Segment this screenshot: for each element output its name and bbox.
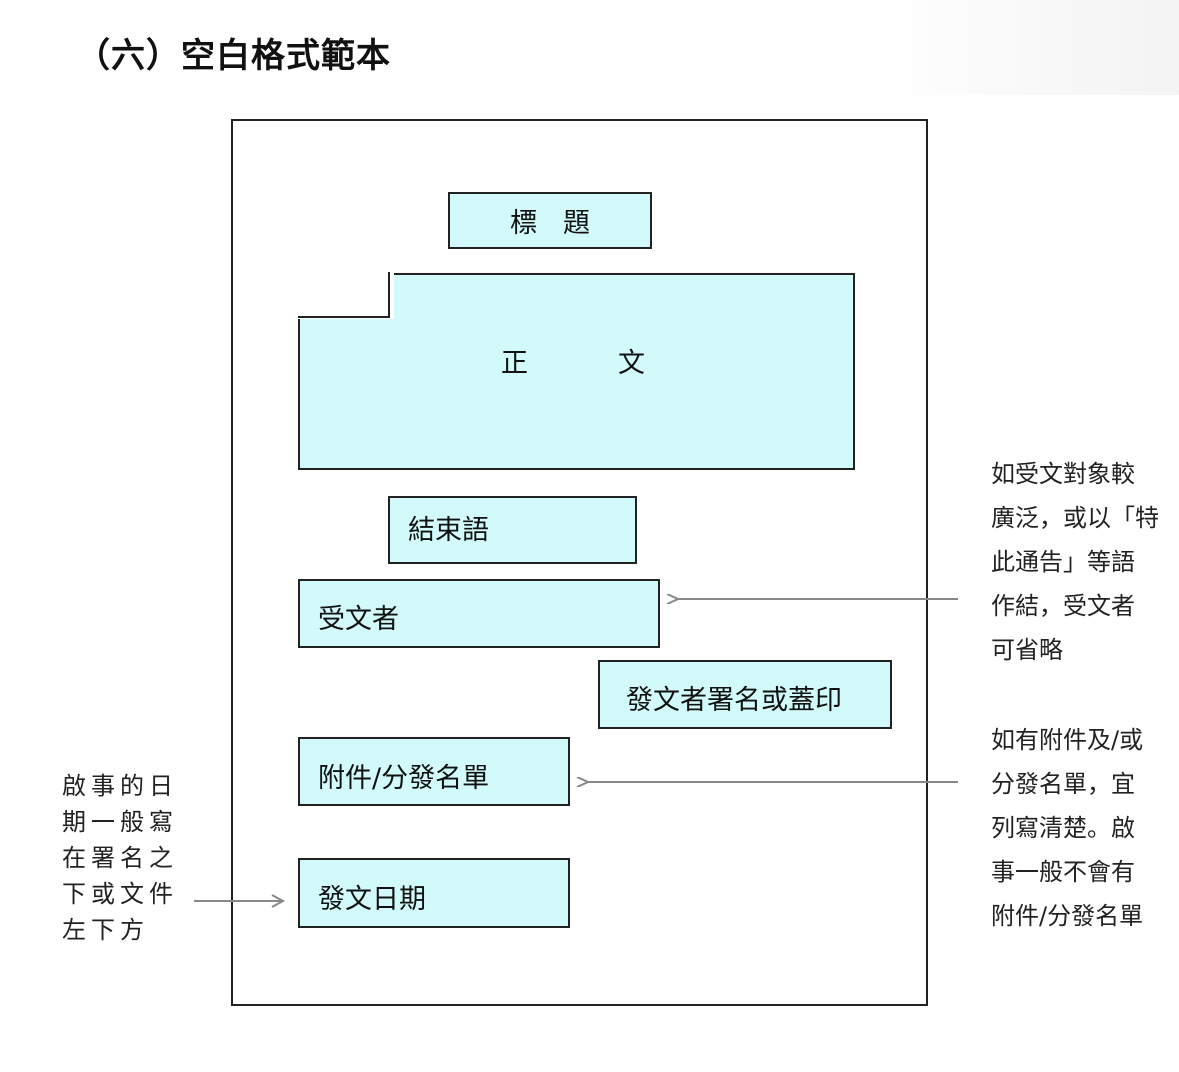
title-label: 標題 <box>510 208 616 239</box>
date-note-line: 下或文件 <box>62 880 178 908</box>
recipient-note-line: 如受文對象較 <box>991 460 1135 488</box>
closing-label: 結束語 <box>408 515 489 546</box>
scan-shadow <box>870 0 1179 95</box>
date-label: 發文日期 <box>318 884 426 915</box>
attachment-note-line: 分發名單，宜 <box>991 770 1135 798</box>
template-page-frame <box>231 119 928 1006</box>
body-indent-line-horizontal <box>298 316 390 318</box>
recipient-note-line: 作結，受文者 <box>991 592 1135 620</box>
date-arrowhead-icon <box>271 894 286 908</box>
recipient-note-line: 可省略 <box>991 636 1063 664</box>
attachment-note-line: 如有附件及/或 <box>991 726 1144 754</box>
date-note-line: 在署名之 <box>62 844 178 872</box>
body-indent-line-vertical <box>388 272 390 318</box>
recipient-label: 受文者 <box>318 604 399 635</box>
closing-box: 結束語 <box>388 496 637 564</box>
recipient-box: 受文者 <box>298 579 660 648</box>
signature-label: 發文者署名或蓋印 <box>626 685 842 716</box>
date-note: 啟事的日 期一般寫 在署名之 下或文件 左下方 <box>62 768 178 948</box>
attachment-note-line: 附件/分發名單 <box>991 902 1144 930</box>
attachment-note-line: 事一般不會有 <box>991 858 1135 886</box>
recipient-note-line: 此通告」等語 <box>991 548 1135 576</box>
title-box: 標題 <box>448 192 652 249</box>
body-indent-notch <box>295 262 394 319</box>
signature-box: 發文者署名或蓋印 <box>598 660 892 729</box>
body-label: 正文 <box>501 348 735 379</box>
date-note-line: 左下方 <box>62 916 149 944</box>
date-note-line: 啟事的日 <box>62 772 178 800</box>
date-box: 發文日期 <box>298 858 570 928</box>
section-heading: （六）空白格式範本 <box>76 36 391 76</box>
attachment-note: 如有附件及/或 分發名單，宜 列寫清楚。啟 事一般不會有 附件/分發名單 <box>991 718 1143 938</box>
attachment-label: 附件/分發名單 <box>318 763 490 794</box>
date-note-line: 期一般寫 <box>62 808 178 836</box>
recipient-note: 如受文對象較 廣泛，或以「特 此通告」等語 作結，受文者 可省略 <box>991 452 1159 672</box>
attachment-box: 附件/分發名單 <box>298 737 570 806</box>
recipient-note-line: 廣泛，或以「特 <box>991 504 1159 532</box>
attachment-note-line: 列寫清楚。啟 <box>991 814 1135 842</box>
